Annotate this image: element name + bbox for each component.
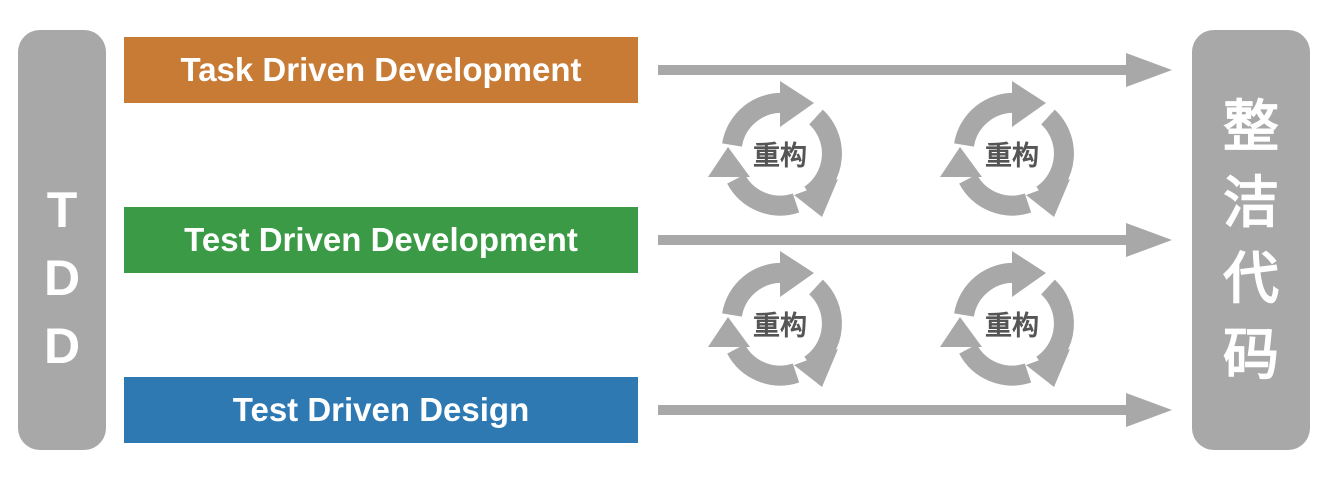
clean-code-char: 码: [1223, 323, 1279, 388]
band-test-driven-design: Test Driven Design: [124, 377, 638, 443]
tdd-letter: T: [46, 182, 78, 238]
flow-arrow-1: [658, 53, 1172, 87]
tdd-letter: D: [43, 250, 81, 306]
clean-code-char: 洁: [1223, 171, 1279, 236]
refactor-cycle-icon: 重构: [940, 251, 1070, 387]
clean-code-vertical-text: 整 洁 代 码: [1192, 90, 1310, 394]
tdd-letter: D: [43, 318, 81, 374]
refactor-label: 重构: [753, 141, 807, 172]
band-test-driven-development: Test Driven Development: [124, 207, 638, 273]
band-task-driven-development: Task Driven Development: [124, 37, 638, 103]
clean-code-char: 代: [1223, 247, 1279, 312]
refactor-cycle-icon: 重构: [708, 81, 838, 217]
refactor-cycle-icon: 重构: [940, 81, 1070, 217]
clean-code-label-pill: 整 洁 代 码: [1192, 30, 1310, 450]
clean-code-char: 整: [1223, 95, 1279, 160]
flow-arrow-2: [658, 223, 1172, 257]
flow-arrow-3: [658, 393, 1172, 427]
tdd-label-pill: T D D: [18, 30, 106, 450]
refactor-label: 重构: [985, 311, 1039, 342]
refactor-cycle-icon: 重构: [708, 251, 838, 387]
refactor-label: 重构: [753, 311, 807, 342]
tdd-vertical-text: T D D: [18, 176, 106, 380]
refactor-label: 重构: [985, 141, 1039, 172]
